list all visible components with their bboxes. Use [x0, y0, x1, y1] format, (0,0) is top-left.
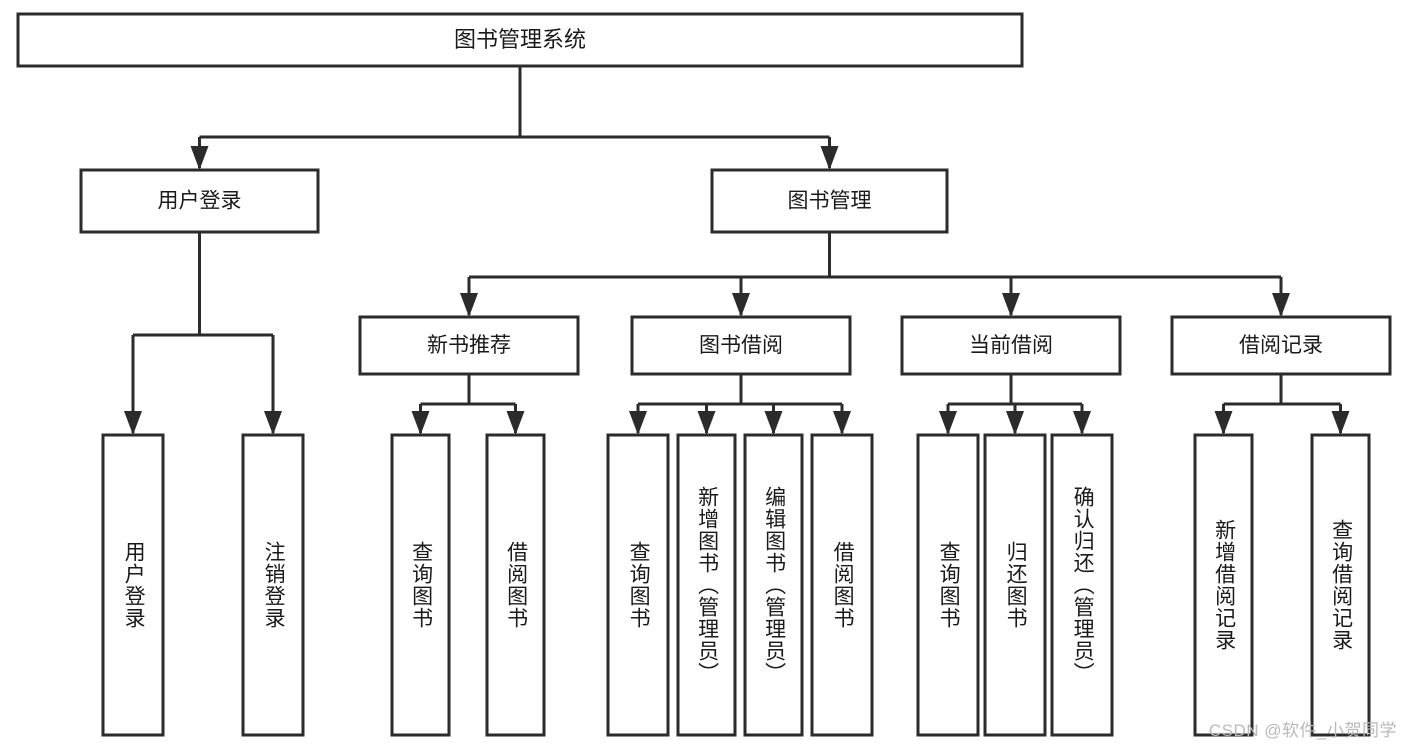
node-level2-box[interactable]: [710, 168, 949, 234]
node-level3-box[interactable]: [900, 315, 1122, 376]
node-level3-label: 新书推荐: [427, 334, 511, 357]
arrow-head-icon: [460, 293, 478, 317]
arrow-head-icon: [411, 411, 430, 435]
arrow-head-icon: [833, 411, 851, 435]
node-level3-box[interactable]: [630, 315, 852, 376]
arrow-head-icon: [124, 411, 142, 435]
arrow-head-icon: [1002, 293, 1020, 317]
node-leaf-box[interactable]: [810, 433, 874, 737]
node-leaf-box[interactable]: [485, 433, 546, 737]
arrow-head-icon: [732, 293, 750, 317]
arrow-head-icon: [506, 411, 525, 435]
node-leaf-box[interactable]: [916, 433, 980, 737]
arrow-head-icon: [1006, 411, 1024, 435]
node-level3-label: 当前借阅: [969, 334, 1053, 357]
arrow-head-icon: [1073, 411, 1091, 435]
node-level3-label: 图书借阅: [699, 334, 783, 357]
node-level3-box[interactable]: [358, 315, 580, 376]
node-level2-label: 用户登录: [158, 190, 242, 213]
node-leaf-box[interactable]: [743, 433, 804, 737]
arrow-head-icon: [820, 146, 839, 170]
node-leaf-box[interactable]: [1193, 433, 1254, 737]
node-level2-label: 图书管理: [788, 190, 872, 213]
arrow-head-icon: [1272, 293, 1290, 317]
arrow-head-icon: [190, 146, 209, 170]
node-leaf-box[interactable]: [1310, 433, 1371, 737]
node-root-box[interactable]: [16, 12, 1024, 68]
node-leaf-box[interactable]: [101, 433, 165, 737]
arrow-head-icon: [1214, 411, 1233, 435]
node-leaf-box[interactable]: [983, 433, 1047, 737]
connector-lines-layer: [124, 66, 1350, 435]
csdn-watermark: CSDN @软件_小贺同学: [1208, 721, 1397, 740]
arrow-head-icon: [939, 411, 957, 435]
node-boxes-layer: [16, 12, 1392, 737]
arrow-head-icon: [629, 411, 647, 435]
node-root-label: 图书管理系统: [454, 27, 586, 52]
node-leaf-box[interactable]: [390, 433, 451, 737]
node-leaf-box[interactable]: [676, 433, 737, 737]
arrow-head-icon: [1331, 411, 1350, 435]
node-level3-box[interactable]: [1170, 315, 1392, 376]
node-level3-label: 借阅记录: [1239, 334, 1323, 357]
node-level2-box[interactable]: [79, 168, 320, 234]
node-leaf-box[interactable]: [1050, 433, 1114, 737]
arrow-head-icon: [264, 411, 282, 435]
arrow-head-icon: [764, 411, 783, 435]
node-leaf-box[interactable]: [606, 433, 670, 737]
arrow-head-icon: [697, 411, 716, 435]
node-leaf-box[interactable]: [241, 433, 305, 737]
